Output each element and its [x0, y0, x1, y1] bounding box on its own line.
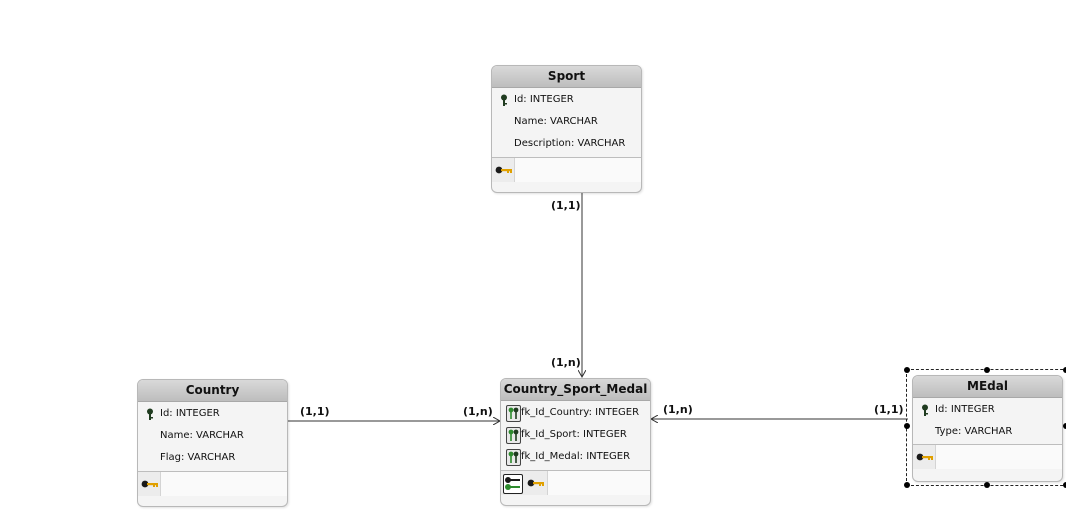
attribute-row[interactable]: Description: VARCHAR [492, 133, 641, 155]
primary-key-icon [922, 404, 928, 416]
attribute-row[interactable]: Id: INTEGER [913, 399, 1062, 421]
resize-handle[interactable] [904, 367, 910, 373]
entity-sport[interactable]: Sport Id: INTEGER Name: VARCHAR Descript… [491, 65, 642, 193]
attribute-row[interactable]: fk_Id_Medal: INTEGER [501, 446, 650, 468]
resize-handle[interactable] [904, 423, 910, 429]
resize-handle[interactable] [904, 482, 910, 488]
keys-cell [160, 472, 287, 496]
resize-handle[interactable] [984, 367, 990, 373]
attribute-label: Name: VARCHAR [514, 116, 598, 127]
index-key-icon [495, 166, 512, 174]
keys-section [138, 471, 287, 496]
attribute-row[interactable]: Id: INTEGER [492, 89, 641, 111]
foreign-key-icon [506, 449, 521, 466]
resize-handle[interactable] [1063, 367, 1066, 373]
attribute-label: fk_Id_Country: INTEGER [521, 407, 640, 418]
foreign-key-icon [506, 427, 521, 444]
attribute-label: fk_Id_Medal: INTEGER [521, 451, 631, 462]
keys-cell [935, 445, 1062, 469]
cardinality-label: (1,1) [551, 199, 581, 212]
foreign-key-group-icon [503, 474, 523, 494]
keys-section [501, 470, 650, 495]
attribute-label: Name: VARCHAR [160, 430, 244, 441]
index-key-icon [527, 479, 544, 487]
attribute-row[interactable]: Name: VARCHAR [492, 111, 641, 133]
attribute-label: Id: INTEGER [514, 94, 574, 105]
keys-section [913, 444, 1062, 469]
attribute-row[interactable]: Flag: VARCHAR [138, 447, 287, 469]
attribute-row[interactable]: fk_Id_Country: INTEGER [501, 402, 650, 424]
attribute-label: Type: VARCHAR [935, 426, 1013, 437]
index-key-icon [141, 480, 158, 488]
entity-title: Country [138, 380, 287, 402]
entity-title: MEdal [913, 376, 1062, 398]
resize-handle[interactable] [1063, 423, 1066, 429]
attribute-label: Description: VARCHAR [514, 138, 626, 149]
entity-country[interactable]: Country Id: INTEGER Name: VARCHAR Flag: … [137, 379, 288, 507]
attribute-row[interactable]: fk_Id_Sport: INTEGER [501, 424, 650, 446]
resize-handle[interactable] [1063, 482, 1066, 488]
attribute-label: Id: INTEGER [935, 404, 995, 415]
attribute-row[interactable]: Type: VARCHAR [913, 421, 1062, 443]
keys-cell [514, 158, 641, 182]
index-key-icon [916, 453, 933, 461]
resize-handle[interactable] [984, 482, 990, 488]
cardinality-label: (1,n) [663, 403, 693, 416]
entity-medal[interactable]: MEdal Id: INTEGER Type: VARCHAR [912, 375, 1063, 482]
attribute-label: Flag: VARCHAR [160, 452, 236, 463]
entity-country-sport-medal[interactable]: Country_Sport_Medal fk_Id_Country: INTEG… [500, 378, 651, 506]
entity-title: Sport [492, 66, 641, 88]
primary-key-icon [501, 94, 507, 106]
foreign-key-icon [506, 405, 521, 422]
keys-cell [547, 471, 650, 495]
cardinality-label: (1,n) [463, 405, 493, 418]
cardinality-label: (1,1) [300, 405, 330, 418]
selection-box [906, 369, 1066, 486]
cardinality-label: (1,1) [874, 403, 904, 416]
attribute-label: Id: INTEGER [160, 408, 220, 419]
keys-section [492, 157, 641, 182]
attribute-row[interactable]: Id: INTEGER [138, 403, 287, 425]
attribute-row[interactable]: Name: VARCHAR [138, 425, 287, 447]
cardinality-label: (1,n) [551, 356, 581, 369]
entity-title: Country_Sport_Medal [501, 379, 650, 401]
attribute-label: fk_Id_Sport: INTEGER [521, 429, 627, 440]
primary-key-icon [147, 408, 153, 420]
